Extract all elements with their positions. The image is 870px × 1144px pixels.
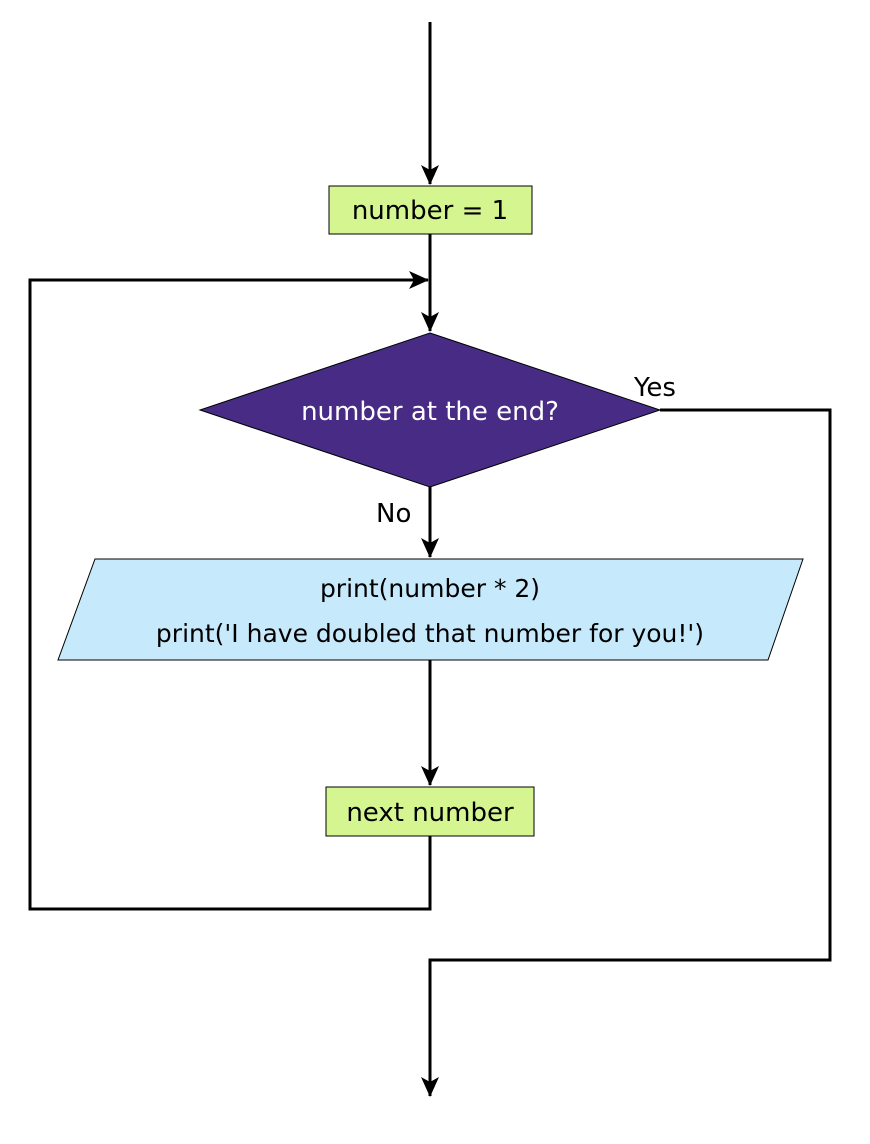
next-label: next number: [346, 798, 514, 828]
init-node: number = 1: [328, 185, 533, 235]
init-label: number = 1: [352, 196, 508, 226]
decision-label: number at the end?: [301, 397, 559, 427]
yes-exit-arrow: [421, 408, 832, 1097]
output-parallelogram: [57, 558, 804, 661]
loop-back-arrow: [28, 271, 432, 911]
yes-label: Yes: [633, 373, 676, 403]
output-line-1: print(number * 2): [320, 574, 540, 603]
decision-node: number at the end?: [198, 332, 662, 488]
output-node: print(number * 2) print('I have doubled …: [57, 558, 804, 661]
next-box: [325, 786, 535, 837]
no-label: No: [376, 499, 411, 529]
output-line-2: print('I have doubled that number for yo…: [156, 619, 704, 648]
next-node: next number: [325, 786, 535, 837]
